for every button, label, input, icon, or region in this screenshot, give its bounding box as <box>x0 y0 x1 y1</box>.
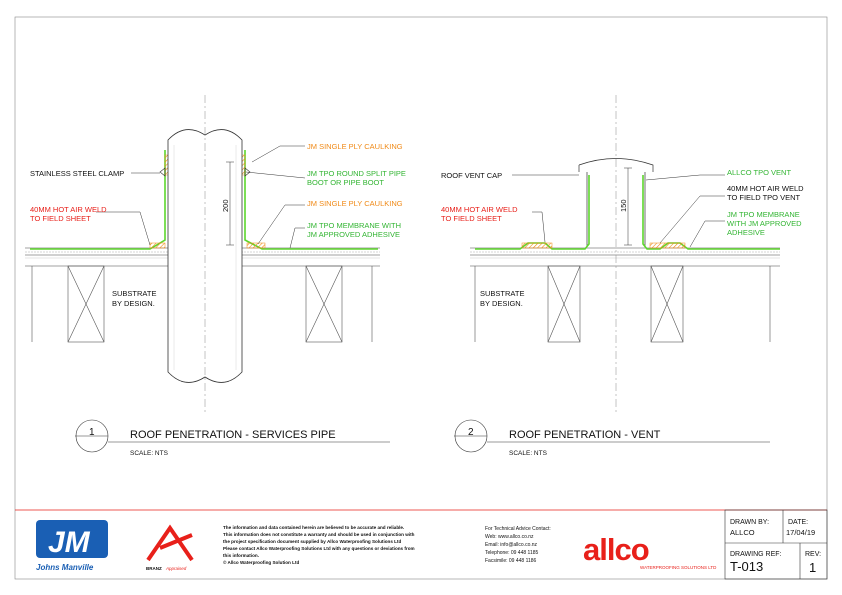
label-membrane: JM TPO MEMBRANE WITH <box>307 221 401 230</box>
contact-fax: Facsimile: 09 448 1186 <box>485 558 537 564</box>
detail-scale: SCALE: NTS <box>130 450 169 457</box>
joists-vent <box>474 265 771 343</box>
detail-number-2: 2 <box>468 427 474 438</box>
vent-pipe <box>578 158 654 247</box>
disclaimer-line-4: Please contact Allco Waterproofing Solut… <box>223 546 415 551</box>
label-substrate: SUBSTRATE <box>112 289 156 298</box>
drawing-info-grid <box>724 509 828 580</box>
membrane-line <box>30 150 166 250</box>
label-pipe-boot: JM TPO ROUND SPLIT PIPE <box>307 169 406 178</box>
contact-heading: For Technical Advice Contact: <box>485 526 551 532</box>
label-vent-substrate: SUBSTRATE <box>480 289 524 298</box>
label-caulking-mid: JM SINGLE PLY CAULKING <box>307 199 403 208</box>
label-vent-cap: ROOF VENT CAP <box>441 171 502 180</box>
label-vent-substrate-2: BY DESIGN. <box>480 299 523 308</box>
label-vent-weld-field: 40MM HOT AIR WELD <box>727 184 804 193</box>
title-block: JM Johns Manville BRANZ Appraised The in… <box>15 509 828 580</box>
label-vent-membrane-3: ADHESIVE <box>727 228 765 237</box>
svg-text:BRANZ: BRANZ <box>146 566 162 571</box>
label-vent-weld-2: TO FIELD SHEET <box>441 214 502 223</box>
label-vent-membrane-2: WITH JM APPROVED <box>727 219 802 228</box>
rev-label: REV: <box>805 551 821 558</box>
label-stainless-clamp: STAINLESS STEEL CLAMP <box>30 169 124 178</box>
drawing-ref-label: DRAWING REF: <box>730 551 782 558</box>
label-caulking-top: JM SINGLE PLY CAULKING <box>307 142 403 151</box>
allco-logo: allco WATERPROOFING SOLUTIONS LTD <box>583 532 717 570</box>
diagram-vent: 150 ROOF VENT CAP 40MM HOT AIR WELD TO F… <box>441 95 804 457</box>
label-vent-weld-field-2: TO FIELD TPO VENT <box>727 193 800 202</box>
branz-logo: BRANZ Appraised <box>146 524 194 571</box>
svg-text:Johns Manville: Johns Manville <box>36 563 94 572</box>
svg-text:JM: JM <box>48 526 91 559</box>
label-hot-air-weld: 40MM HOT AIR WELD <box>30 205 107 214</box>
disclaimer-line-2: This information does not constitute a w… <box>223 532 415 537</box>
contact-email[interactable]: Email: info@allco.co.nz <box>485 542 538 548</box>
rev-value: 1 <box>809 560 816 575</box>
detail-title-2: ROOF PENETRATION - VENT <box>509 429 661 441</box>
disclaimer-line-3: the project specification document suppl… <box>223 539 402 544</box>
svg-text:Appraised: Appraised <box>165 566 187 571</box>
disclaimer-line-1: The information and data contained herei… <box>223 525 404 530</box>
drawing-ref-value: T-013 <box>730 559 763 574</box>
label-substrate-2: BY DESIGN. <box>112 299 155 308</box>
label-vent-weld: 40MM HOT AIR WELD <box>441 205 518 214</box>
label-vent-membrane: JM TPO MEMBRANE <box>727 210 800 219</box>
contact-web[interactable]: Web: www.allco.co.nz <box>485 534 534 540</box>
drawn-by-label: DRAWN BY: <box>730 519 769 526</box>
caulking-hatch <box>149 242 166 249</box>
label-allco-vent: ALLCO TPO VENT <box>727 168 791 177</box>
detail-title: ROOF PENETRATION - SERVICES PIPE <box>130 429 336 441</box>
joists <box>31 265 373 343</box>
label-hot-air-weld-2: TO FIELD SHEET <box>30 214 91 223</box>
clamp-left <box>159 167 166 177</box>
disclaimer-line-6: © Allco Waterproofing Solution Ltd <box>223 559 299 565</box>
dimension-label-vent: 150 <box>619 199 628 212</box>
diagram-services-pipe: 200 STAINLESS STEEL CLAMP 40MM HOT AIR W… <box>25 95 406 457</box>
svg-text:allco: allco <box>583 532 649 567</box>
dimension-label: 200 <box>221 199 230 212</box>
vent-cap <box>578 158 654 172</box>
detail-number: 1 <box>89 427 95 438</box>
label-membrane-2: JM APPROVED ADHESIVE <box>307 230 400 239</box>
svg-text:WATERPROOFING SOLUTIONS LTD: WATERPROOFING SOLUTIONS LTD <box>640 565 717 570</box>
detail-scale-2: SCALE: NTS <box>509 450 548 457</box>
contact-phone: Telephone: 09 448 1185 <box>485 550 539 556</box>
date-label: DATE: <box>788 519 808 526</box>
johns-manville-logo: JM Johns Manville <box>36 520 108 572</box>
date-value: 17/04/19 <box>786 528 815 537</box>
label-pipe-boot-2: BOOT OR PIPE BOOT <box>307 178 384 187</box>
drawn-by-value: ALLCO <box>730 528 755 537</box>
sheet-border <box>14 16 828 580</box>
disclaimer-line-5: this information. <box>223 553 259 558</box>
